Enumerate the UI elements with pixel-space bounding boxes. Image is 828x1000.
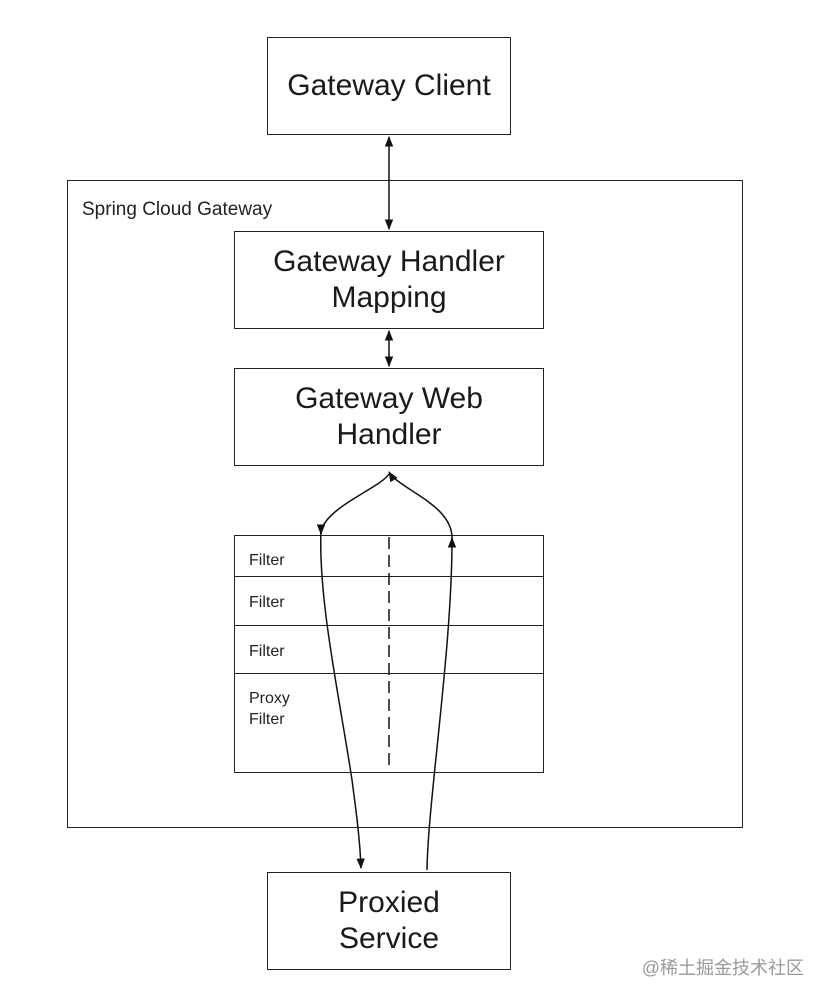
proxied-service-label-line-1: Proxied [338,886,440,919]
web-handler-label-line-2: Handler [336,418,442,451]
spring-cloud-gateway-container [67,180,743,828]
filter-label: Filter [249,594,285,611]
handler-mapping-box: Gateway Handler Mapping [234,231,544,329]
request-flow-path [319,473,390,870]
container-label: Spring Cloud Gateway [82,199,273,220]
gateway-client-box: Gateway Client [267,37,511,135]
proxy-filter-label-line-2: Filter [249,711,285,728]
proxied-service-box: Proxied Service [267,872,511,970]
filter-label: Filter [249,552,285,569]
filter-label: Filter [249,643,285,660]
proxy-filter-row: Proxy Filter [235,674,543,772]
filter-row: Filter [235,577,543,626]
proxied-service-label-line-2: Service [338,922,440,955]
response-flow-path [388,471,453,871]
handler-mapping-label-line-2: Mapping [331,281,447,314]
watermark: @稀土掘金技术社区 [641,958,804,978]
handler-mapping-label-line-1: Gateway Handler [273,245,505,278]
web-handler-box: Gateway Web Handler [234,368,544,466]
web-handler-label-line-1: Gateway Web [295,382,483,415]
proxy-filter-label-line-1: Proxy [249,690,290,707]
gateway-client-label: Gateway Client [287,69,491,102]
